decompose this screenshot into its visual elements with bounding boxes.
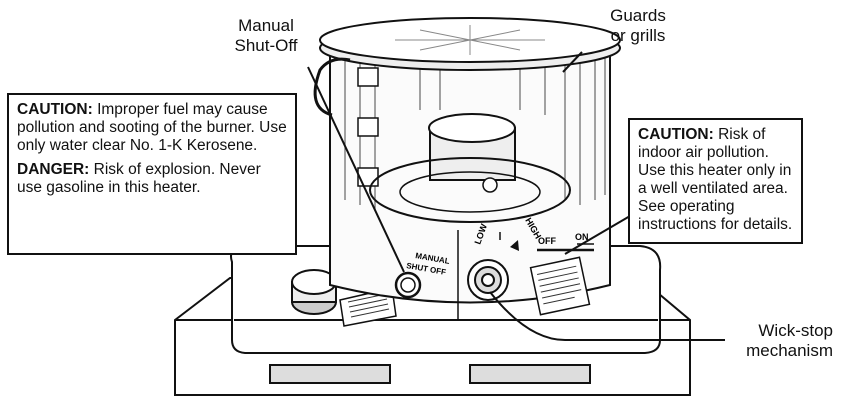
top-lid (319, 17, 621, 71)
heater-cylinder (329, 44, 611, 320)
caution-fuel-heading: CAUTION: (17, 101, 93, 118)
wick-control-knob (467, 240, 519, 301)
label-wick-stop-line-2: mechanism (746, 341, 833, 360)
danger-heading: DANGER: (17, 161, 90, 178)
label-guards: Guards or grills (593, 6, 683, 46)
caution-air-paragraph: CAUTION: Risk of indoor air pollution. U… (638, 126, 793, 234)
manual-shutoff-button (394, 271, 422, 299)
label-manual-shutoff: Manual Shut-Off (215, 16, 317, 56)
label-manual-shutoff-line-2: Shut-Off (234, 36, 298, 55)
danger-text: Risk of explosion. Never use gasoline in… (17, 161, 261, 196)
leader-lines (307, 51, 725, 341)
label-wick-stop: Wick-stop mechanism (723, 321, 833, 361)
fuel-cap (291, 269, 337, 315)
label-manual-shutoff-line-1: Manual (238, 16, 294, 35)
caution-box-air: CAUTION: Risk of indoor air pollution. U… (628, 118, 803, 244)
caution-fuel-paragraph: CAUTION: Improper fuel may cause polluti… (17, 101, 287, 155)
off-on-switch (537, 243, 594, 252)
caution-air-text: Risk of indoor air pollution. Use this h… (638, 126, 793, 233)
label-guards-line-2: or grills (610, 26, 666, 45)
label-guards-line-1: Guards (610, 6, 666, 25)
danger-paragraph: DANGER: Risk of explosion. Never use gas… (17, 161, 287, 197)
off-marking: OFF (538, 236, 556, 246)
carry-handle (313, 57, 351, 117)
caution-air-heading: CAUTION: (638, 126, 714, 143)
on-marking: ON (575, 232, 589, 242)
heater-caution-sticker (529, 256, 591, 316)
caution-box-fuel: CAUTION: Improper fuel may cause polluti… (7, 93, 297, 255)
label-wick-stop-line-1: Wick-stop (758, 321, 833, 340)
caution-fuel-text: Improper fuel may cause pollution and so… (17, 101, 287, 154)
